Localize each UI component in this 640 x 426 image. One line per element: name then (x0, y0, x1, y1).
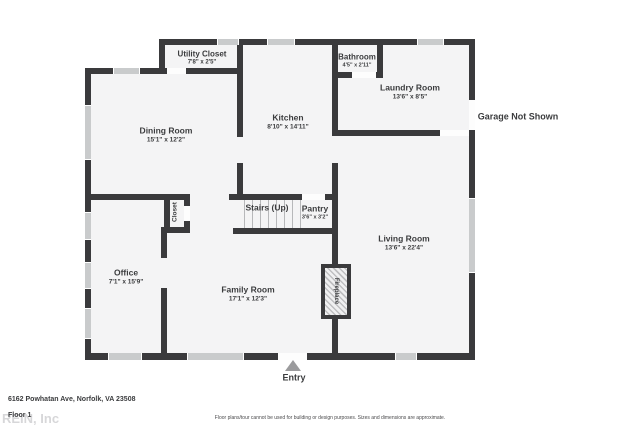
room-name: Family Room (221, 284, 275, 295)
window-marker (395, 353, 417, 360)
room-dims: 15'1" x 12'2" (146, 136, 186, 144)
room-label-living: Living Room 13'6" x 22'4" (378, 234, 429, 253)
room-label-bathroom: Bathroom 4'5" x 2'11" (338, 53, 376, 70)
fireplace-label: Fireplace (333, 277, 339, 305)
wall-segment (237, 39, 243, 137)
entry-label: Entry (282, 372, 306, 383)
wall-segment (161, 288, 167, 360)
wall-segment (332, 72, 352, 78)
window-marker (85, 262, 91, 289)
disclaimer-text: Floor plans/tour cannot be used for buil… (214, 415, 446, 421)
room-name: Laundry Room (380, 82, 440, 93)
room-dims: 7'1" x 15'9" (108, 278, 144, 286)
window-marker (267, 39, 295, 45)
wall-segment (229, 194, 302, 200)
window-marker (417, 39, 444, 45)
window-marker (85, 308, 91, 339)
window-marker (217, 39, 239, 45)
wall-segment (164, 197, 170, 233)
room-label-family: Family Room 17'1" x 12'3" (221, 285, 274, 304)
room-name: Kitchen (272, 112, 304, 123)
door-opening-garage (469, 100, 475, 130)
room-dims: 4'5" x 2'11" (342, 62, 372, 69)
window-marker (469, 198, 475, 273)
wall-segment (161, 227, 167, 258)
room-label-kitchen: Kitchen 8'10" x 14'11" (267, 113, 308, 132)
entry-arrow-icon (285, 360, 301, 371)
wall-segment (377, 39, 383, 78)
wall-segment (332, 163, 338, 267)
stairs-label-wrap: Stairs (Up) (246, 203, 289, 214)
door-opening-bathroom (352, 72, 376, 78)
floor-label: Floor 1 (8, 412, 32, 419)
room-dims: 13'6" x 8'5" (392, 93, 428, 101)
room-dims: 17'1" x 12'3" (228, 295, 268, 303)
wall-segment (184, 221, 190, 233)
door-opening-laundry (440, 130, 469, 136)
wall-segment (332, 130, 440, 136)
room-name: Living Room (378, 233, 430, 244)
room-dims: 8'10" x 14'11" (267, 123, 309, 131)
door-opening-utility-closet (167, 68, 186, 74)
door-opening-pantry (302, 194, 325, 200)
wall-segment (332, 317, 338, 360)
entry-opening (278, 353, 307, 360)
room-dims: 7'8" x 2'5" (187, 59, 217, 66)
garage-note: Garage Not Shown (478, 111, 559, 122)
window-marker (187, 353, 244, 360)
room-name: Office (113, 267, 139, 278)
room-label-dining: Dining Room 15'1" x 12'2" (140, 126, 193, 145)
door-opening-closet (184, 206, 190, 221)
room-label-utility-closet: Utility Closet 7'8" x 2'5" (178, 49, 227, 67)
wall-segment (159, 39, 475, 45)
room-label-pantry: Pantry 3'6" x 3'2" (302, 203, 328, 221)
window-marker (113, 68, 140, 74)
closet-label: Closet (171, 202, 179, 222)
address-text: 6162 Powhatan Ave, Norfolk, VA 23508 (8, 396, 136, 403)
wall-segment (325, 194, 333, 200)
stairs-label: Stairs (Up) (245, 202, 289, 213)
watermark: REIN, Inc (2, 411, 60, 426)
room-dims: 13'6" x 22'4" (384, 244, 424, 252)
wall-segment (164, 227, 190, 233)
stairs-treads (237, 200, 301, 228)
window-marker (85, 105, 91, 160)
room-name: Pantry (301, 203, 329, 214)
wall-segment (233, 228, 338, 234)
room-name: Bathroom (338, 52, 376, 62)
interior-fill-top (159, 42, 472, 72)
fireplace (321, 264, 351, 319)
entry-label-wrap: Entry (282, 372, 305, 383)
window-marker (85, 212, 91, 240)
wall-segment (159, 39, 165, 74)
room-label-office: Office 7'1" x 15'9" (109, 268, 144, 287)
window-marker (108, 353, 142, 360)
wall-segment (184, 197, 190, 206)
room-label-laundry: Laundry Room 13'6" x 8'5" (380, 83, 440, 102)
room-name: Utility Closet (177, 49, 227, 59)
wall-segment (88, 194, 190, 200)
wall-segment (237, 163, 243, 200)
room-dims: 3'6" x 3'2" (301, 213, 329, 220)
wall-segment (332, 39, 338, 136)
room-name: Dining Room (139, 125, 193, 136)
garage-note-text: Garage Not Shown (477, 111, 559, 122)
